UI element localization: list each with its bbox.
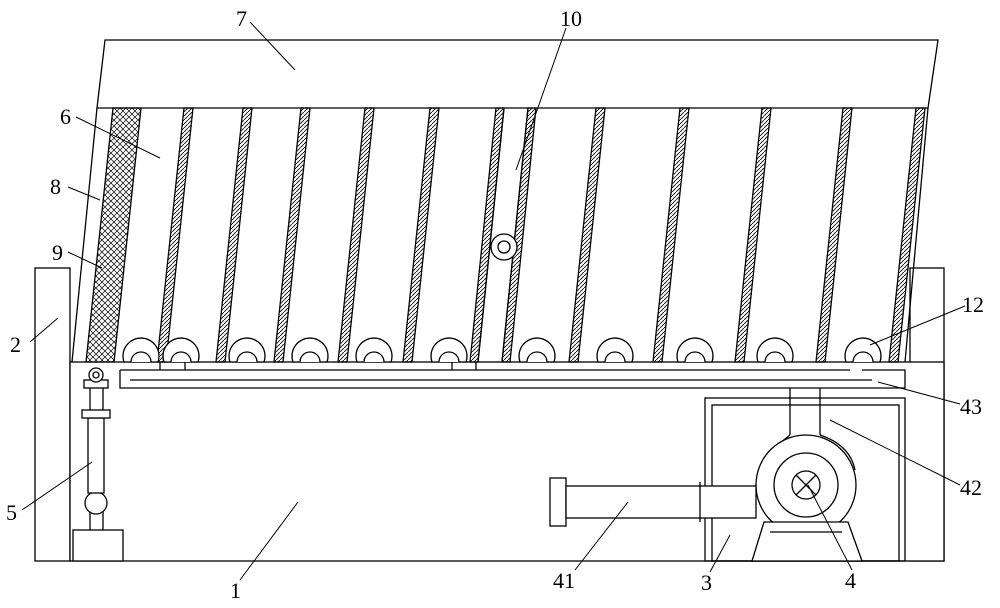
left-post [34, 267, 71, 562]
label-filter-layer: 9 [52, 240, 63, 265]
label-wall-panel: 6 [60, 104, 71, 129]
label-base-box: 1 [230, 578, 241, 603]
label-left-valve: 5 [6, 500, 17, 525]
manifold [119, 362, 906, 389]
panel-right-edge [904, 107, 929, 363]
mesh-column [85, 107, 142, 363]
center-pipe [469, 107, 537, 363]
label-inlet-pipe: 41 [553, 568, 575, 593]
label-center-pipe: 10 [560, 6, 582, 31]
label-pump: 4 [845, 568, 856, 593]
inlet-pipe [549, 477, 757, 527]
label-outlet-pipe: 42 [960, 475, 982, 500]
label-top-beam: 7 [236, 6, 247, 31]
nozzle-rings [122, 337, 882, 363]
label-nozzle-ring: 12 [962, 292, 984, 317]
label-manifold: 43 [960, 394, 982, 419]
label-mesh-column: 8 [50, 174, 61, 199]
leader-lines [21, 21, 966, 581]
label-left-post: 2 [10, 332, 21, 357]
top-beam [96, 39, 939, 109]
panel-left-edge [71, 107, 98, 363]
left-valve [72, 367, 124, 562]
label-pump-bracket: 3 [701, 570, 712, 595]
pump [751, 434, 863, 562]
filter-strips [156, 107, 926, 363]
